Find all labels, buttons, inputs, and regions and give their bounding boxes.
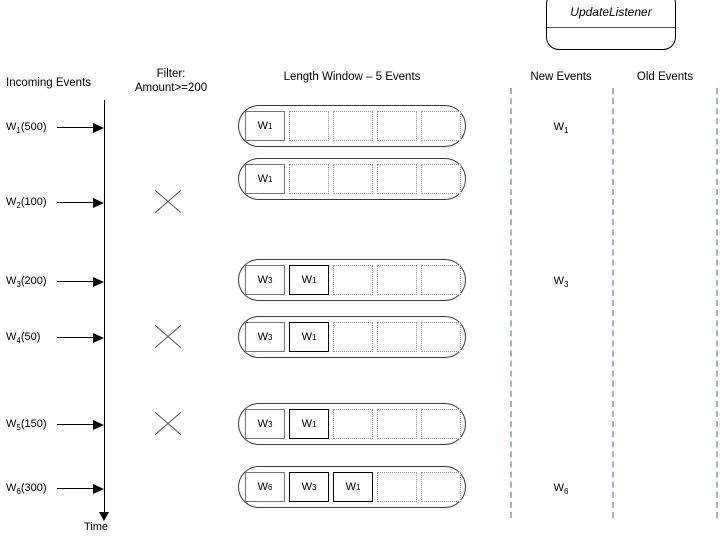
window-slot-empty: [421, 164, 461, 194]
update-listener-label: UpdateListener: [570, 5, 652, 19]
filter-reject-x-icon: [151, 409, 183, 439]
event-arrow-line: [57, 281, 97, 282]
separator-line-middle: [612, 88, 614, 518]
incoming-event-label: W6(300): [6, 482, 47, 497]
event-arrow-head: [93, 198, 104, 208]
new-event-value: W6: [553, 482, 569, 497]
window-slot-empty: [421, 322, 461, 352]
time-axis-label: Time: [84, 521, 109, 533]
window-slot-empty: [333, 265, 373, 295]
length-window-header: Length Window – 5 Events: [283, 71, 421, 83]
event-arrow-head: [93, 123, 104, 133]
separator-line-right: [716, 88, 718, 518]
event-arrow-line: [57, 127, 97, 128]
window-slot-empty: [289, 111, 329, 141]
window-slot-empty: [289, 164, 329, 194]
window-slot-empty: [333, 322, 373, 352]
new-events-header: New Events: [530, 71, 592, 83]
filter-reject-x-icon: [151, 187, 183, 217]
window-slot-empty: [421, 472, 461, 502]
incoming-event-label: W5(150): [6, 418, 47, 433]
incoming-events-header: Incoming Events: [6, 77, 92, 89]
event-arrow-head: [93, 420, 104, 430]
event-arrow-head: [93, 277, 104, 287]
old-events-header: Old Events: [636, 71, 694, 83]
separator-line-left: [510, 88, 512, 518]
window-slot-empty: [333, 111, 373, 141]
incoming-event-label: W4(50): [6, 331, 41, 346]
window-slot-empty: [333, 409, 373, 439]
time-axis-line: [104, 100, 105, 514]
filter-reject-x-icon: [151, 322, 183, 352]
incoming-event-label: W3(200): [6, 275, 47, 290]
window-slot-empty: [421, 111, 461, 141]
window-slot-empty: [377, 164, 417, 194]
update-listener-divider: [547, 27, 675, 28]
update-listener-box: UpdateListener: [546, 0, 676, 50]
window-slot-empty: [377, 265, 417, 295]
event-arrow-head: [93, 484, 104, 494]
new-event-value: W1: [553, 121, 569, 136]
event-arrow-line: [57, 424, 97, 425]
window-slot-empty: [377, 409, 417, 439]
event-arrow-line: [57, 337, 97, 338]
window-slot-empty: [421, 409, 461, 439]
window-slot-empty: [333, 164, 373, 194]
new-event-value: W3: [553, 275, 569, 290]
event-arrow-line: [57, 202, 97, 203]
event-arrow-head: [93, 333, 104, 343]
filter-header-line1: Filter:: [156, 68, 186, 80]
filter-header-line2: Amount>=200: [134, 82, 208, 94]
window-slot-empty: [377, 322, 417, 352]
window-slot-empty: [377, 472, 417, 502]
event-arrow-line: [57, 488, 97, 489]
window-slot-empty: [377, 111, 417, 141]
incoming-event-label: W1(500): [6, 121, 47, 136]
time-axis-arrowhead: [99, 512, 109, 521]
window-slot-empty: [421, 265, 461, 295]
incoming-event-label: W2(100): [6, 196, 47, 211]
